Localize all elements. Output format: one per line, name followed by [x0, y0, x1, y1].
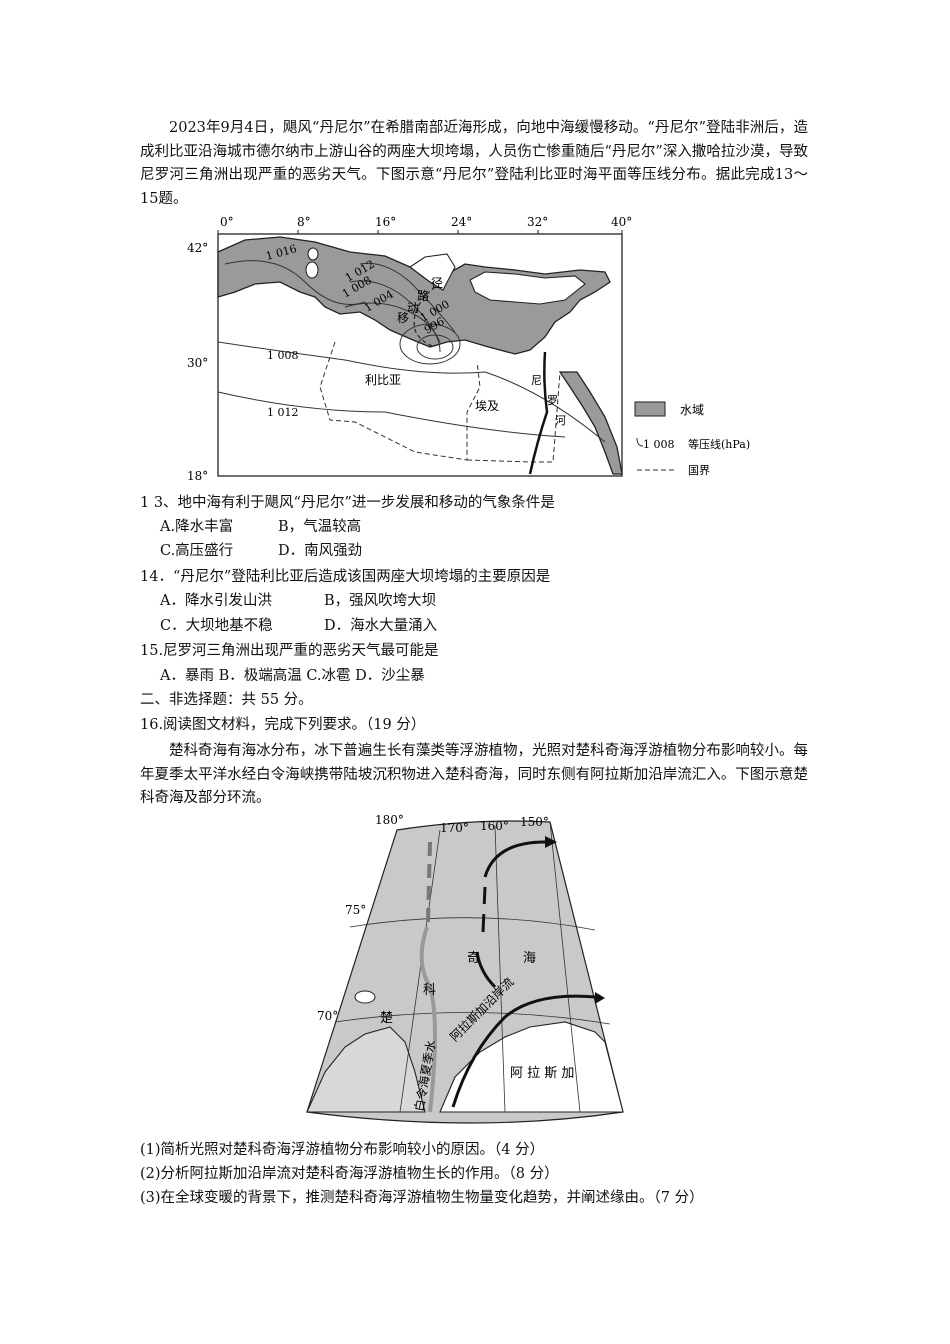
bering-current-dashed [426, 841, 432, 923]
path-char: 径 [431, 276, 443, 290]
q16-sub2: (2)分析阿拉斯加沿岸流对楚科奇海浮游植物生长的作用。（8 分） [140, 1166, 559, 1182]
lon-label: 24° [451, 215, 472, 229]
legend-water-swatch [634, 401, 666, 417]
sea-char: 科 [423, 983, 436, 998]
q13-option-c[interactable]: C.高压盛行 [160, 543, 234, 559]
legend-border-label: 国界 [688, 464, 710, 477]
sea-char: 海 [523, 951, 536, 966]
q13-options-row2: C.高压盛行 D．南风强劲 [160, 540, 362, 562]
path-char: 动 [407, 301, 419, 315]
q14-option-b[interactable]: B，强风吹垮大坝 [324, 593, 437, 609]
sea-char: 奇 [467, 950, 480, 966]
arrow-head [595, 992, 605, 1004]
river-char: 罗 [547, 394, 558, 407]
lon-label: 8° [297, 215, 311, 229]
country-label: 埃及 [475, 399, 499, 413]
lon-label: 32° [527, 215, 548, 229]
land-anatomy [469, 271, 586, 305]
lat-label: 75° [345, 903, 366, 917]
siberia-land [306, 1026, 426, 1113]
return-current-1 [475, 951, 497, 989]
path-char: 移 [397, 311, 409, 325]
q16-material: 楚科奇海有海冰分布，冰下普遍生长有藻类等浮游植物，光照对楚科奇海浮游植物分布影响… [140, 743, 808, 806]
red-sea [558, 371, 623, 475]
libya-border [319, 341, 481, 461]
legend-isobar-label: 等压线(hPa) [688, 437, 750, 451]
isobar-label: 1 012 [267, 406, 299, 419]
q15-stem: 15.尼罗河三角洲出现严重的恶劣天气最可能是 [140, 643, 439, 659]
land-balkan [409, 253, 456, 291]
lon-label: 16° [375, 215, 396, 229]
bering-current [419, 926, 437, 1113]
egypt-border [466, 371, 561, 463]
lat-label: 70° [317, 1009, 338, 1023]
island [305, 261, 319, 279]
isobar-label: 1 008 [267, 349, 299, 362]
q14-option-a[interactable]: A．降水引发山洪 [160, 593, 272, 609]
lon-label: 150° [520, 815, 549, 829]
island [354, 990, 376, 1004]
legend-water-label: 水域 [680, 403, 704, 417]
river-char: 河 [555, 414, 566, 427]
q13-option-d[interactable]: D．南风强劲 [278, 543, 363, 559]
movement-path [413, 286, 436, 348]
return-current-2 [481, 886, 487, 933]
lon-label: 170° [440, 821, 469, 835]
legend-isobar-swatch [636, 437, 644, 447]
chukchi-sea-map: 180° 170° 160° 150° 75° 70° 楚 科 奇 海 白令海夏… [306, 813, 624, 1124]
nile-river [528, 351, 549, 475]
sea-char: 楚 [380, 1011, 393, 1026]
alaska-land [439, 1021, 624, 1113]
lon-label: 180° [375, 813, 404, 827]
alaska-current [451, 994, 596, 1108]
q13-stem: 1 3、地中海有利于飓风“丹尼尔”进一步发展和移动的气象条件是 [140, 495, 555, 511]
isobar-map: 0° 8° 16° 24° 32° 40° 42° 30° 18° 1 016 … [187, 215, 750, 483]
q14-options-row2: C．大坝地基不稳 D．海水大量涌入 [160, 615, 437, 637]
q13-options-row1: A.降水丰富 B，气温较高 [160, 516, 361, 538]
q14-stem: 14．“丹尼尔”登陆利比亚后造成该国两座大坝垮塌的主要原因是 [140, 569, 551, 585]
lat-label: 30° [187, 356, 208, 370]
river-char: 尼 [531, 374, 542, 387]
section-2-heading: 二、非选择题：共 55 分。 [140, 692, 313, 708]
land-label: 阿 拉 斯 加 [510, 1066, 574, 1081]
q14-option-d[interactable]: D．海水大量涌入 [324, 618, 438, 634]
q15-options[interactable]: A．暴雨 B．极端高温 C.冰雹 D．沙尘暴 [160, 668, 425, 684]
lon-label: 160° [480, 819, 509, 833]
country-label: 利比亚 [365, 373, 401, 387]
q14-options-row1: A．降水引发山洪 B，强风吹垮大坝 [160, 590, 436, 612]
legend-isobar-sample: 1 008 [643, 438, 675, 451]
lat-label: 42° [187, 241, 208, 255]
lon-label: 0° [220, 215, 234, 229]
q14-option-c[interactable]: C．大坝地基不稳 [160, 618, 273, 634]
island [307, 247, 319, 261]
lon-label: 40° [611, 215, 632, 229]
arrow-head [545, 836, 557, 848]
q16-sub3: (3)在全球变暖的背景下，推测楚科奇海浮游植物生物量变化趋势，并阐述缘由。（7 … [140, 1190, 704, 1206]
q16-sub1: (1)简析光照对楚科奇海浮游植物分布影响较小的原因。（4 分） [140, 1142, 545, 1158]
lat-label: 18° [187, 469, 208, 483]
q13-option-a[interactable]: A.降水丰富 [160, 519, 234, 535]
intro-paragraph: 2023年9月4日，飓风“丹尼尔”在希腊南部近海形成，向地中海缓慢移动。“丹尼尔… [140, 120, 808, 207]
q13-option-b[interactable]: B，气温较高 [278, 519, 362, 535]
path-char: 路 [417, 288, 429, 303]
return-current-3 [483, 840, 546, 878]
q16-stem: 16.阅读图文材料，完成下列要求。（19 分） [140, 717, 426, 733]
